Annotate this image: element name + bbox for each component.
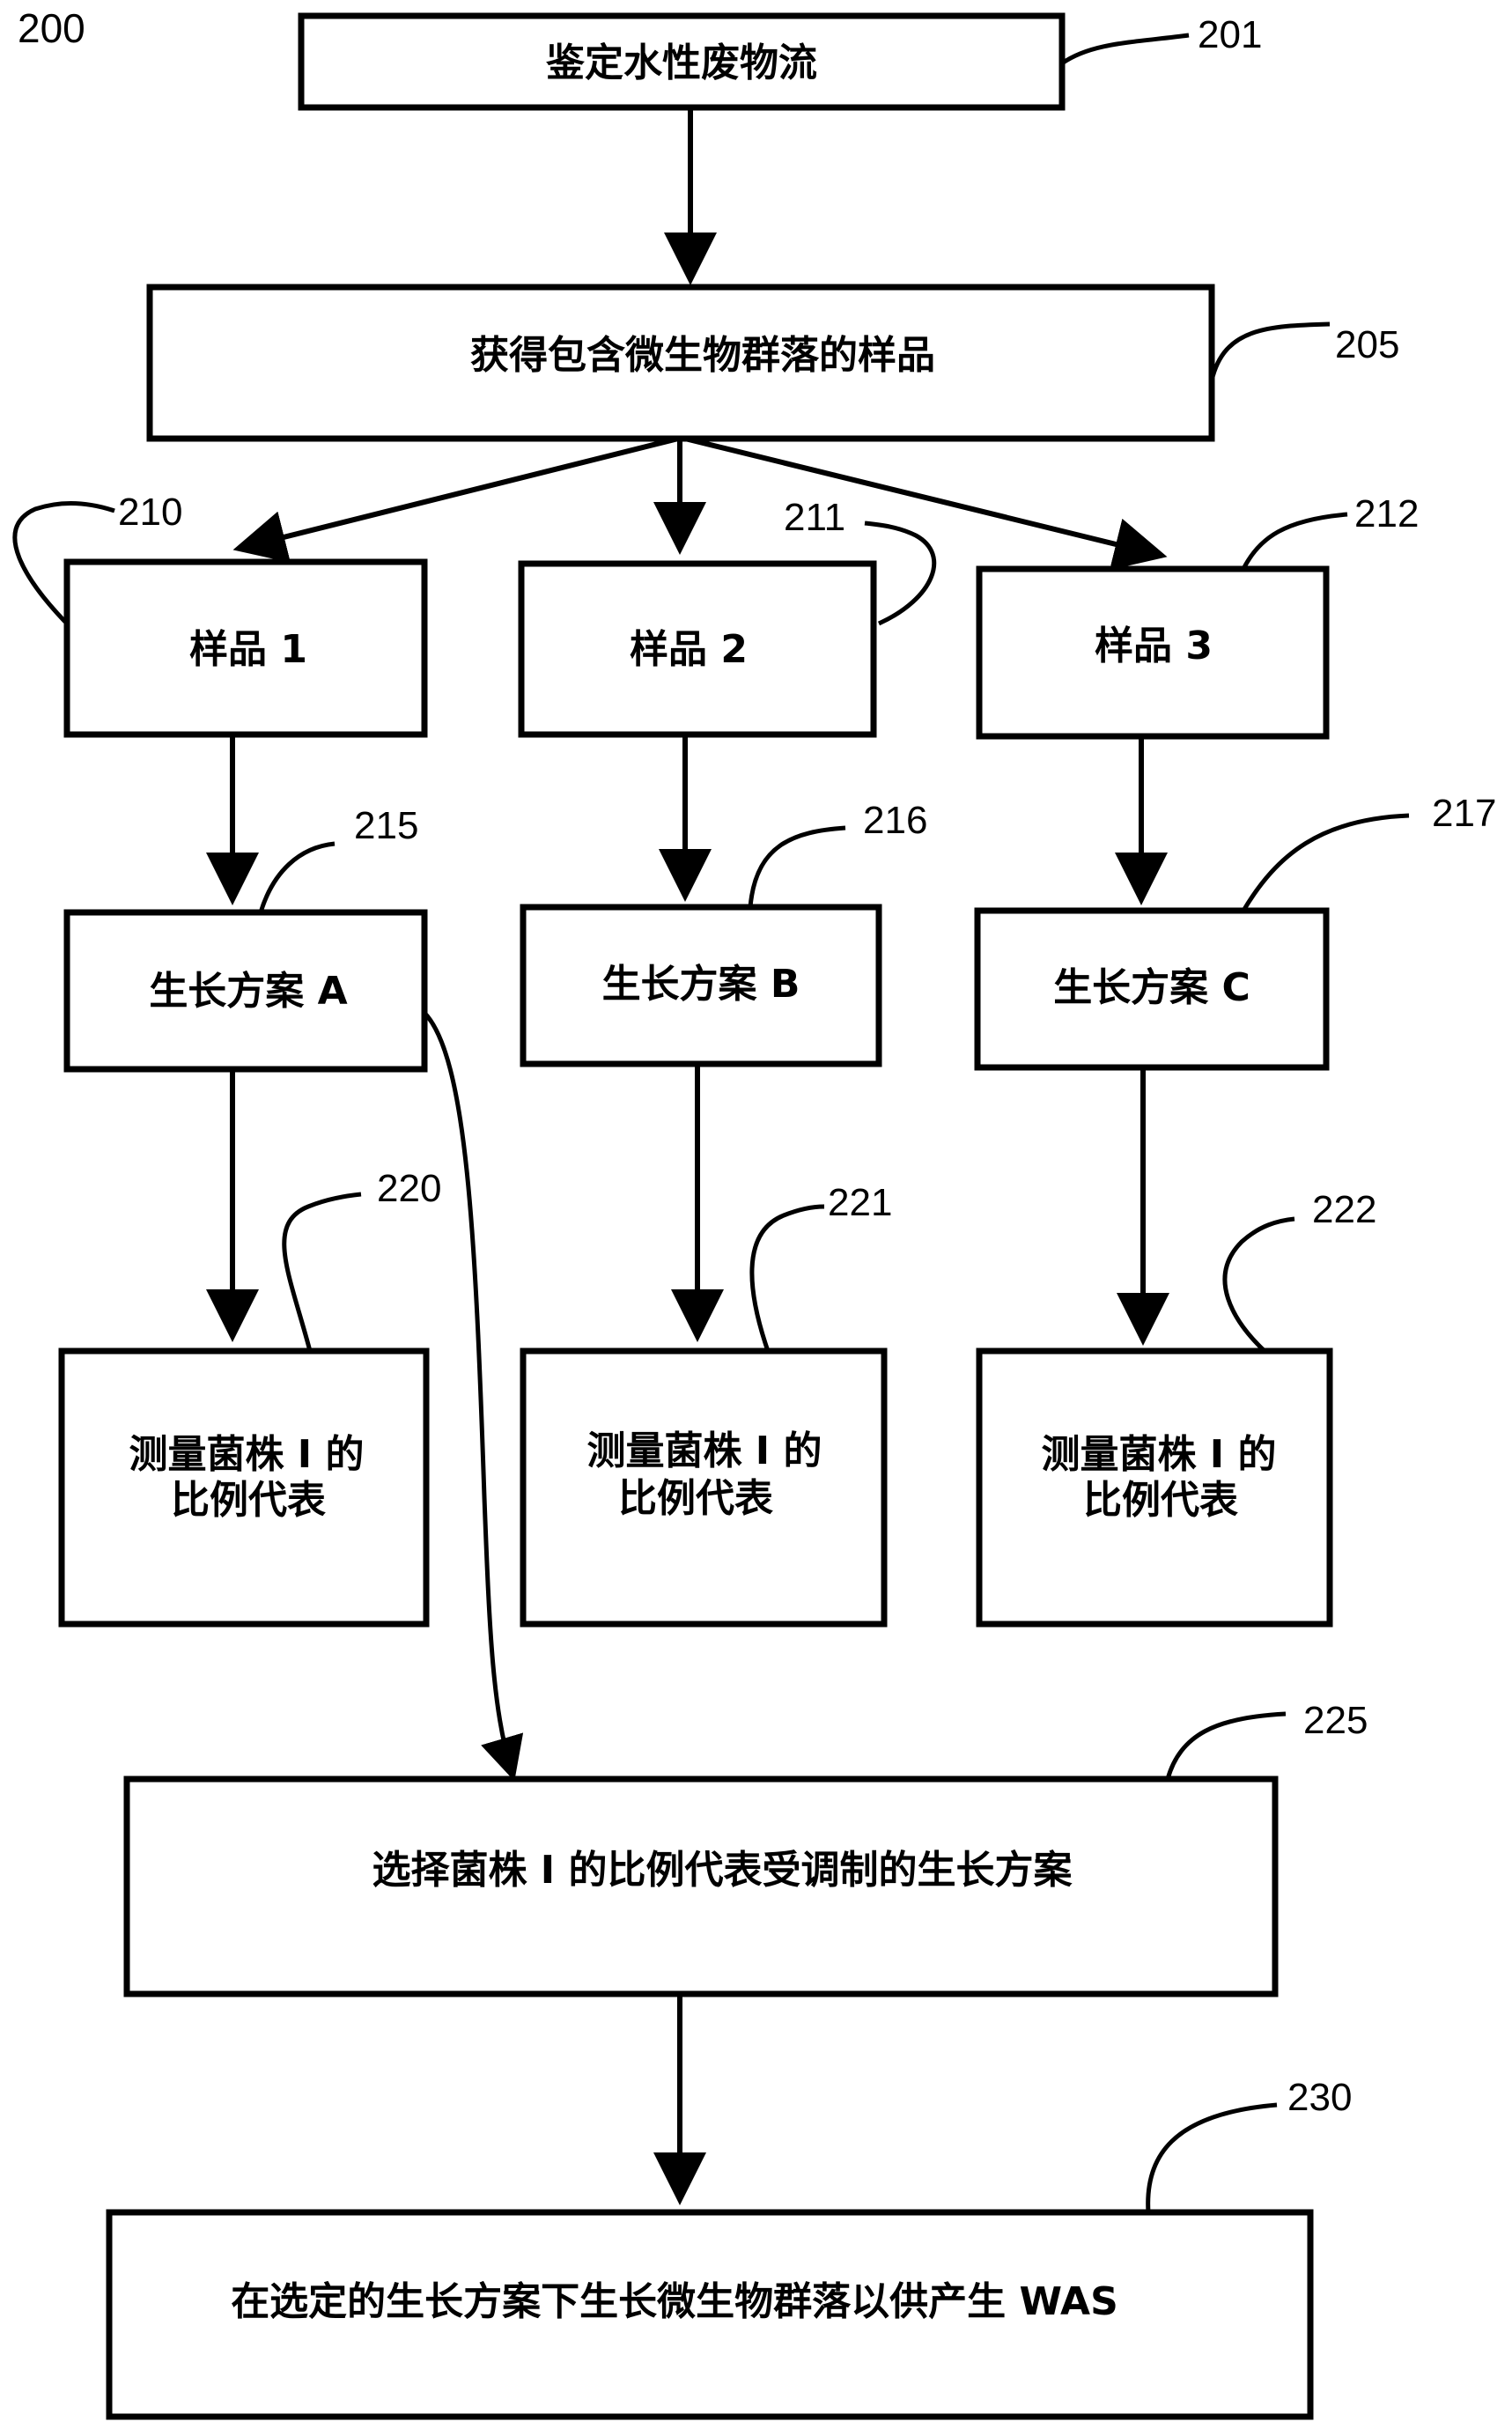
ref-230: 230 xyxy=(1287,2076,1352,2119)
ref-210: 210 xyxy=(118,491,182,534)
leader-215 xyxy=(258,841,336,913)
ref-225: 225 xyxy=(1303,1699,1368,1742)
box-220: 测量菌株 I 的 比例代表 xyxy=(58,1347,430,1628)
box-201-label: 鉴定水性废物流 xyxy=(545,41,817,85)
box-230: 在选定的生长方案下生长微生物群落以供产生 WAS xyxy=(106,2209,1314,2420)
arrow-215-225 xyxy=(423,1011,524,1782)
box-205: 获得包含微生物群落的样品 xyxy=(146,284,1215,442)
ref-215: 215 xyxy=(354,804,418,847)
box-215-label: 生长方案 A xyxy=(149,969,347,1014)
leader-217 xyxy=(1241,813,1410,912)
box-201: 鉴定水性废物流 xyxy=(298,12,1066,111)
box-220-line2: 比例代表 xyxy=(171,1478,326,1523)
box-216-label: 生长方案 B xyxy=(602,962,800,1007)
ref-220: 220 xyxy=(377,1167,441,1210)
leader-230 xyxy=(1146,2102,1278,2213)
ref-221: 221 xyxy=(828,1181,892,1224)
arrow-205-210 xyxy=(232,436,679,563)
box-210-label: 样品 1 xyxy=(189,627,307,672)
leader-210 xyxy=(12,501,115,624)
leader-220 xyxy=(282,1192,362,1352)
leader-216 xyxy=(748,825,846,908)
box-215: 生长方案 A xyxy=(63,909,428,1073)
leader-222 xyxy=(1222,1216,1295,1353)
leader-211 xyxy=(864,520,937,626)
box-212: 样品 3 xyxy=(976,565,1330,740)
box-221-line1: 测量菌株 I 的 xyxy=(586,1429,822,1473)
leader-205 xyxy=(1209,321,1331,381)
box-217: 生长方案 C xyxy=(974,907,1330,1071)
box-217-label: 生长方案 C xyxy=(1053,965,1250,1010)
ref-211: 211 xyxy=(784,496,845,539)
ref-201: 201 xyxy=(1198,13,1262,56)
box-225-label: 选择菌株 I 的比例代表受调制的生长方案 xyxy=(372,1848,1073,1893)
box-222: 测量菌株 I 的 比例代表 xyxy=(976,1347,1333,1628)
box-222-line1: 测量菌株 I 的 xyxy=(1041,1432,1276,1477)
ref-212: 212 xyxy=(1354,492,1419,535)
leader-212 xyxy=(1241,512,1348,571)
box-221-line2: 比例代表 xyxy=(618,1476,773,1521)
box-205-label: 获得包含微生物群落的样品 xyxy=(470,333,935,378)
ref-217: 217 xyxy=(1432,792,1496,835)
leader-221 xyxy=(749,1204,825,1352)
box-222-line2: 比例代表 xyxy=(1083,1478,1238,1523)
box-211: 样品 2 xyxy=(518,560,877,738)
box-212-label: 样品 3 xyxy=(1095,624,1213,668)
box-221: 测量菌株 I 的 比例代表 xyxy=(520,1347,888,1628)
box-216: 生长方案 B xyxy=(520,904,882,1067)
leader-201 xyxy=(1060,33,1190,66)
box-220-line1: 测量菌株 I 的 xyxy=(129,1432,364,1477)
box-230-label: 在选定的生长方案下生长微生物群落以供产生 WAS xyxy=(231,2279,1118,2324)
box-225: 选择菌株 I 的比例代表受调制的生长方案 xyxy=(123,1776,1279,1997)
ref-205: 205 xyxy=(1335,323,1399,366)
ref-216: 216 xyxy=(863,799,927,842)
figure-number: 200 xyxy=(18,5,85,51)
box-210: 样品 1 xyxy=(63,558,428,738)
arrow-205-212 xyxy=(684,436,1168,571)
ref-222: 222 xyxy=(1312,1188,1376,1231)
leader-225 xyxy=(1165,1711,1287,1780)
box-211-label: 样品 2 xyxy=(630,627,748,672)
